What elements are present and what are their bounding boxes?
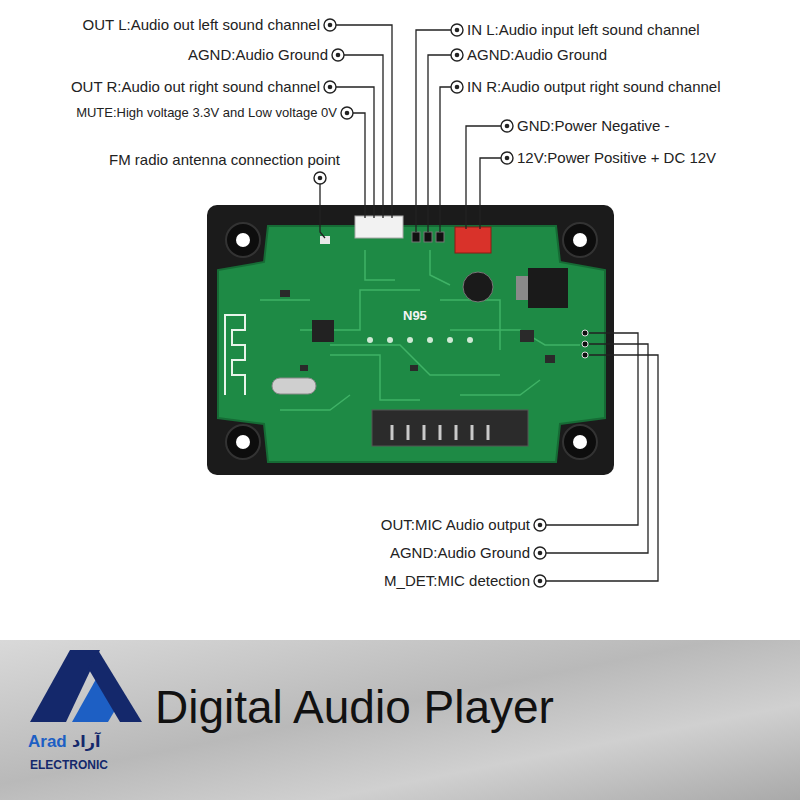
marker-dots	[318, 23, 543, 584]
traces	[260, 250, 580, 410]
pin-label: OUT R:Audio out right sound channel	[71, 78, 320, 95]
power-connector	[455, 227, 491, 253]
pin-label: IN L:Audio input left sound channel	[467, 21, 700, 38]
crystal	[272, 378, 316, 394]
pin-label: 12V:Power Positive + DC 12V	[517, 149, 716, 166]
pin-label: M_DET:MIC detection	[384, 572, 530, 589]
display-pads	[367, 337, 473, 343]
regulator	[528, 268, 568, 308]
smd-part	[545, 355, 555, 363]
pin-label: IN R:Audio output right sound channel	[467, 78, 721, 95]
sd-slot	[372, 410, 528, 446]
pin-label: GND:Power Negative -	[517, 117, 670, 134]
logo-text: آراد	[72, 733, 100, 751]
smd-part	[280, 290, 290, 297]
pin-label: MUTE:High voltage 3.3V and Low voltage 0…	[76, 106, 337, 121]
smd-part	[410, 365, 418, 371]
board-marking: N95	[403, 309, 427, 324]
pin-label: OUT:MIC Audio output	[381, 516, 530, 533]
pin-label: AGND:Audio Ground	[188, 46, 328, 63]
pin-label: OUT L:Audio out left sound channel	[83, 16, 320, 33]
antenna-trace	[225, 315, 245, 395]
pcb	[218, 226, 605, 462]
banner	[0, 640, 800, 800]
regulator-tab	[516, 276, 528, 300]
label-markers	[314, 19, 546, 587]
logo-text: ELECTRONIC	[30, 759, 108, 773]
logo-mark	[30, 650, 142, 722]
chip	[312, 320, 334, 342]
smd-part	[300, 365, 308, 371]
audio-in-pins	[412, 232, 444, 242]
logo-text: Arad	[28, 732, 67, 752]
pin-label: FM radio antenna connection point	[109, 151, 340, 168]
banner-title: Digital Audio Player	[155, 681, 554, 734]
mic-pins	[582, 330, 588, 358]
pin-label: AGND:Audio Ground	[390, 544, 530, 561]
pin-label: AGND:Audio Ground	[467, 46, 607, 63]
leader-lines	[320, 25, 658, 581]
sd-contacts	[392, 425, 488, 440]
smd-part	[520, 330, 534, 342]
audio-out-connector	[355, 216, 403, 238]
housing	[207, 205, 614, 475]
capacitor	[463, 272, 493, 302]
